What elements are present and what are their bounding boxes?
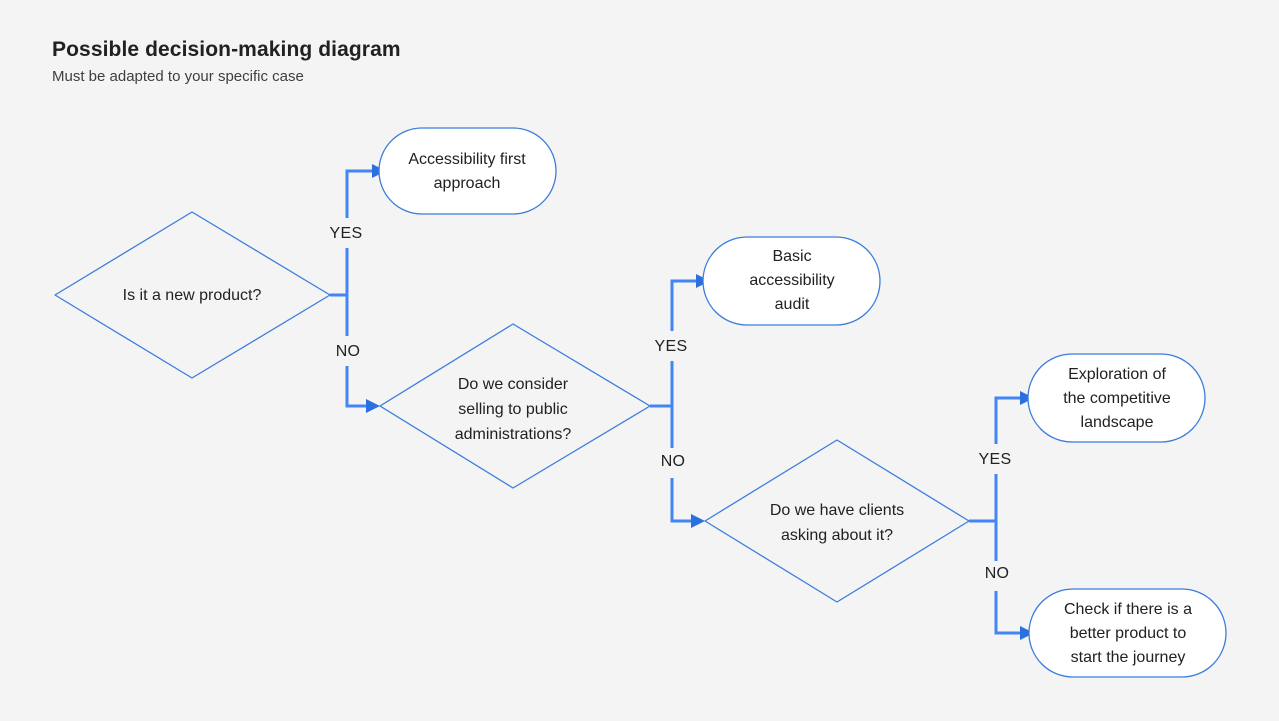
connector-group-decision-2 bbox=[650, 274, 710, 528]
connector-d1-yes bbox=[345, 169, 372, 218]
outcome-3-label-line-2: the competitive bbox=[1063, 390, 1171, 407]
outcome-2-label-line-3: audit bbox=[775, 296, 810, 313]
arrowhead-d1-no bbox=[366, 399, 380, 413]
outcome-4-label-line-1: Check if there is a bbox=[1064, 601, 1192, 618]
connector-group-decision-1 bbox=[330, 164, 386, 413]
outcome-1-shape[interactable] bbox=[378, 127, 557, 215]
decision-node-2[interactable]: Do we consider selling to public adminis… bbox=[379, 323, 651, 489]
outcome-1-label-line-2: approach bbox=[434, 175, 501, 192]
connector-group-decision-3 bbox=[969, 391, 1034, 640]
edge-label-d3-yes: YES bbox=[979, 451, 1012, 468]
header-block: Possible decision-making diagram Must be… bbox=[52, 36, 652, 87]
arrowhead-d3-yes bbox=[1020, 391, 1034, 405]
connector-d2-yes bbox=[670, 279, 696, 331]
outcome-3-label-line-1: Exploration of bbox=[1068, 366, 1166, 383]
decision-node-3[interactable]: Do we have clients asking about it? bbox=[704, 439, 970, 603]
decision-3-shape[interactable] bbox=[704, 439, 970, 603]
decision-2-label-line-1: Do we consider bbox=[458, 376, 569, 393]
outcome-1-label-line-1: Accessibility first bbox=[408, 151, 526, 168]
outcome-4-label-line-2: better product to bbox=[1070, 625, 1187, 642]
edge-label-d1-no: NO bbox=[336, 343, 361, 360]
arrowhead-d2-no bbox=[691, 514, 705, 528]
outcome-2-label-line-2: accessibility bbox=[749, 272, 834, 289]
outcome-3-label-line-3: landscape bbox=[1081, 414, 1154, 431]
outcome-node-1[interactable]: Accessibility first approach bbox=[378, 127, 557, 215]
edge-label-d2-yes: YES bbox=[655, 338, 688, 355]
outcome-node-3[interactable]: Exploration of the competitive landscape bbox=[1027, 353, 1206, 443]
outcome-4-label-line-3: start the journey bbox=[1071, 649, 1186, 666]
outcome-node-4[interactable]: Check if there is a better product to st… bbox=[1028, 588, 1227, 678]
edge-label-d3-no: NO bbox=[985, 565, 1010, 582]
decision-1-shape[interactable] bbox=[54, 211, 331, 379]
arrowhead-d3-no bbox=[1020, 626, 1034, 640]
page-title: Possible decision-making diagram bbox=[52, 38, 401, 61]
edge-label-d1-yes: YES bbox=[330, 225, 363, 242]
edge-label-d2-no: NO bbox=[661, 453, 686, 470]
page-subtitle: Must be adapted to your specific case bbox=[52, 68, 304, 85]
connector-d3-yes bbox=[994, 396, 1020, 444]
outcome-2-shape[interactable] bbox=[702, 236, 881, 326]
connector-d2-no bbox=[670, 478, 691, 523]
decision-2-label-line-3: administrations? bbox=[455, 426, 572, 443]
outcome-2-label-line-1: Basic bbox=[772, 248, 811, 265]
connector-d1-no bbox=[345, 366, 366, 408]
decision-2-shape[interactable] bbox=[379, 323, 651, 489]
decision-3-label-line-2: asking about it? bbox=[781, 527, 893, 544]
outcome-node-2[interactable]: Basic accessibility audit bbox=[702, 236, 881, 326]
decision-1-label: Is it a new product? bbox=[123, 287, 262, 304]
outcome-4-shape[interactable] bbox=[1028, 588, 1227, 678]
decision-node-1[interactable]: Is it a new product? bbox=[54, 211, 331, 379]
decision-3-label-line-1: Do we have clients bbox=[770, 502, 904, 519]
decision-2-label-line-2: selling to public bbox=[458, 401, 567, 418]
connector-d3-no bbox=[994, 591, 1020, 635]
outcome-3-shape[interactable] bbox=[1027, 353, 1206, 443]
